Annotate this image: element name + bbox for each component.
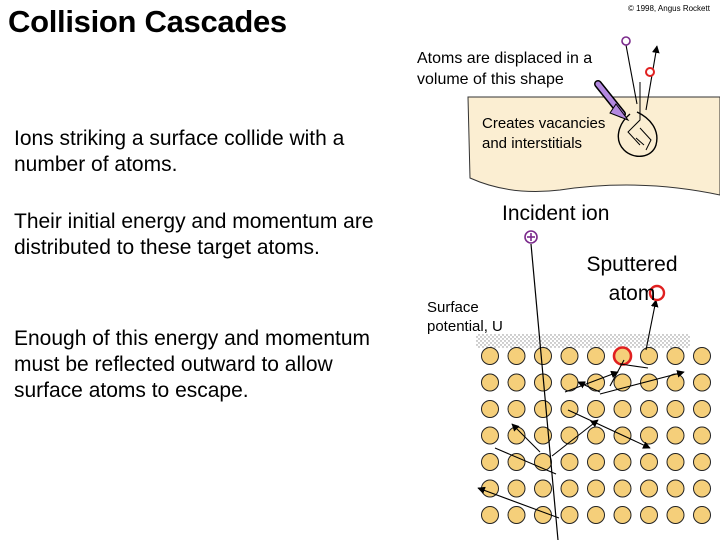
cascade-track-1 [627,82,641,146]
lattice-atom [613,506,632,524]
recoil-paths [477,359,685,519]
copyright-notice: © 1998, Angus Rockett [628,4,710,13]
lattice-atom [640,506,658,524]
lattice-atom [534,479,552,498]
target-block [467,96,720,196]
lattice-atom [507,479,526,498]
lattice-atom [534,506,552,524]
surface-layer [476,334,690,348]
lattice-atom [613,479,632,498]
sputter-trajectory [645,299,659,351]
cascade-volume [617,111,658,157]
surface-potential-label: Surface potential, U [427,299,503,335]
lattice-atom [640,479,658,498]
lattice-atom [693,373,711,392]
lattice-atom [666,347,685,365]
lattice-atom [587,479,605,498]
lattice-atom [507,426,526,445]
incident-ion-label: Incident ion [502,202,610,225]
lattice-atom [587,506,605,524]
lattice-atom [666,506,685,524]
lattice-atom [507,453,526,471]
lattice-atom [507,400,526,418]
lattice-atom [507,373,526,392]
lattice-atom [640,453,658,471]
paragraph-escape: Enough of this energy and momentum must … [14,327,371,402]
lattice-atom [693,347,711,365]
lattice-atom [560,479,579,498]
atom-lattice [481,346,711,524]
lattice-atom [534,347,552,365]
paragraph-energy-distribution: Their initial energy and momentum are di… [14,210,374,259]
lattice-atom [640,373,658,392]
lattice-atom [666,400,685,418]
lattice-atom [534,400,552,418]
lattice-atom [507,347,526,365]
lattice-atom [666,453,685,471]
lattice-atom [587,453,605,471]
lattice-atom [640,347,658,365]
lattice-atom [587,400,605,418]
lattice-atom [666,479,685,498]
lattice-atom [693,506,711,524]
displaced-volume-label: Atoms are displaced in a volume of this … [417,50,593,88]
lattice-atom [587,347,605,365]
sputtered-atom-label-marker [648,284,666,302]
lattice-atom [481,453,499,471]
cascade-track-2 [639,127,652,151]
lattice-atom [481,347,499,365]
lattice-atom [481,506,499,524]
cascade-track-3 [635,137,645,146]
lattice-atom [560,347,579,365]
lattice-atom [666,426,685,445]
slide-title: Collision Cascades [8,4,287,39]
incident-trajectory [530,243,559,540]
inset-incident-ion [621,36,631,46]
lattice-atom [640,400,658,418]
lattice-atom [693,479,711,498]
lattice-atom [613,453,632,471]
vacancies-label: Creates vacancies and interstitials [482,115,606,152]
inset-sputtered-atom [645,67,655,77]
lattice-atom [613,400,632,418]
lattice-atom [481,373,499,392]
sputtered-atom-label: Sputtered atom [586,253,678,305]
lattice-atom [587,426,605,445]
lattice-atom [507,506,526,524]
lattice-atom [693,453,711,471]
lattice-atom [560,453,579,471]
lattice-atom [693,400,711,418]
lattice-atom [666,373,685,392]
lattice-atom [534,426,552,445]
lattice-atom [560,506,579,524]
lattice-atom [560,426,579,445]
lattice-atom [481,400,499,418]
lattice-atom [481,426,499,445]
lattice-atom [640,426,658,445]
paragraph-ions-striking: Ions striking a surface collide with a n… [14,127,345,176]
lattice-atom [693,426,711,445]
lattice-atom [560,400,579,418]
